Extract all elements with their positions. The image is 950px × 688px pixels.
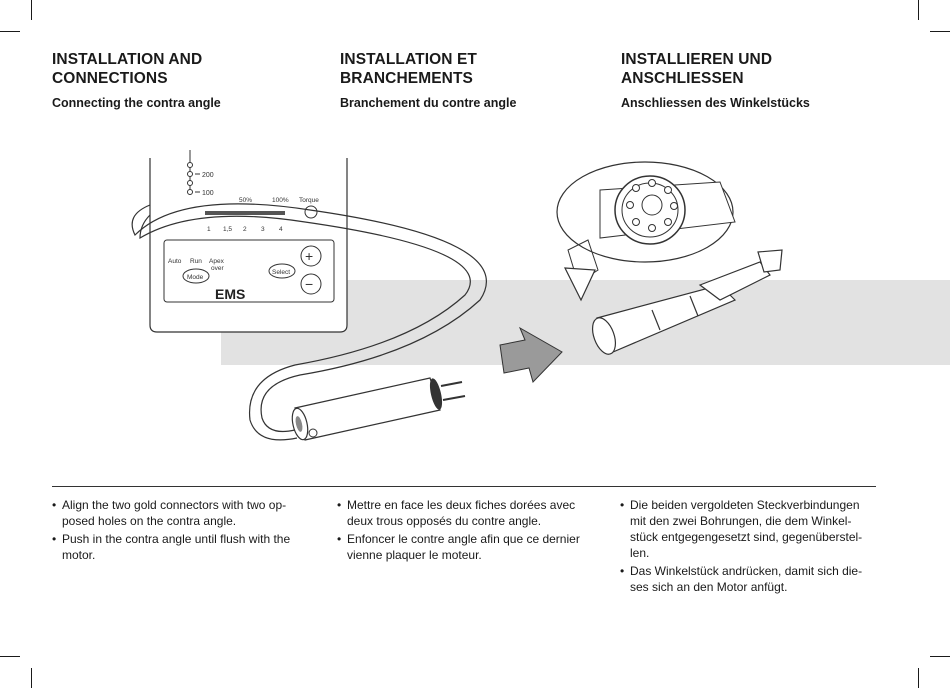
tick-label: 1,5 bbox=[223, 226, 232, 233]
scale-label: 100 bbox=[202, 190, 214, 197]
section-title: INSTALLATION ET BRANCHEMENTS bbox=[340, 51, 477, 87]
contra-angle bbox=[591, 249, 783, 355]
tick-label: 1 bbox=[207, 226, 211, 233]
crop-mark bbox=[0, 31, 20, 32]
instruction-item: Enfoncer le contre angle afin que ce der… bbox=[337, 531, 587, 563]
instruction-item: Die beiden vergoldeten Steckverbindungen… bbox=[620, 497, 870, 561]
crop-mark bbox=[31, 0, 32, 20]
tick-label: 4 bbox=[279, 226, 283, 233]
apex-label: Apex bbox=[209, 258, 225, 265]
motor bbox=[291, 377, 466, 441]
section-title: INSTALLIEREN UND ANSCHLIESSEN bbox=[621, 51, 773, 87]
instruction-item: Push in the contra angle until flush wit… bbox=[52, 531, 302, 563]
crop-mark bbox=[918, 0, 919, 20]
control-unit: 200 100 50% 100% Torque 1 1,5 2 3 4 Auto… bbox=[149, 150, 348, 333]
section-subtitle: Branchement du contre angle bbox=[340, 96, 517, 110]
scale-label: 200 bbox=[202, 172, 214, 179]
percent-label: 50% bbox=[239, 197, 252, 204]
mode-label: Mode bbox=[187, 274, 204, 281]
column-german: INSTALLIEREN UND ANSCHLIESSEN Anschliess… bbox=[621, 50, 881, 110]
crop-mark bbox=[0, 656, 20, 657]
section-divider bbox=[52, 486, 876, 487]
crop-mark bbox=[918, 668, 919, 688]
instruction-item: Mettre en face les deux fiches dorées av… bbox=[337, 497, 587, 529]
crop-mark bbox=[31, 668, 32, 688]
minus-label: − bbox=[305, 276, 313, 292]
tick-label: 2 bbox=[243, 226, 247, 233]
tick-label: 3 bbox=[261, 226, 265, 233]
instruction-item: Das Winkelstück andrücken, damit sich di… bbox=[620, 563, 870, 595]
torque-label: Torque bbox=[299, 197, 319, 204]
crop-mark bbox=[930, 656, 950, 657]
column-french: INSTALLATION ET BRANCHEMENTS Branchement… bbox=[340, 50, 600, 110]
crop-mark bbox=[930, 31, 950, 32]
section-title: INSTALLATION AND CONNECTIONS bbox=[52, 51, 203, 87]
over-label: over bbox=[211, 265, 224, 272]
instructions-english: Align the two gold connectors with two o… bbox=[52, 497, 302, 565]
percent-label: 100% bbox=[272, 197, 289, 204]
select-label: Select bbox=[272, 269, 290, 276]
auto-label: Auto bbox=[168, 258, 182, 265]
magnified-detail bbox=[556, 161, 736, 302]
instruction-item: Align the two gold connectors with two o… bbox=[52, 497, 302, 529]
section-subtitle: Anschliessen des Winkelstücks bbox=[621, 96, 810, 110]
instructions-french: Mettre en face les deux fiches dorées av… bbox=[337, 497, 587, 565]
column-english: INSTALLATION AND CONNECTIONS Connecting … bbox=[52, 50, 312, 110]
instructions-german: Die beiden vergoldeten Steckverbindungen… bbox=[620, 497, 870, 597]
plus-label: + bbox=[305, 248, 313, 264]
section-subtitle: Connecting the contra angle bbox=[52, 96, 221, 110]
motor-cable bbox=[131, 203, 487, 441]
insert-arrow bbox=[499, 326, 563, 383]
brand-logo: EMS bbox=[215, 286, 245, 302]
run-label: Run bbox=[190, 258, 202, 265]
